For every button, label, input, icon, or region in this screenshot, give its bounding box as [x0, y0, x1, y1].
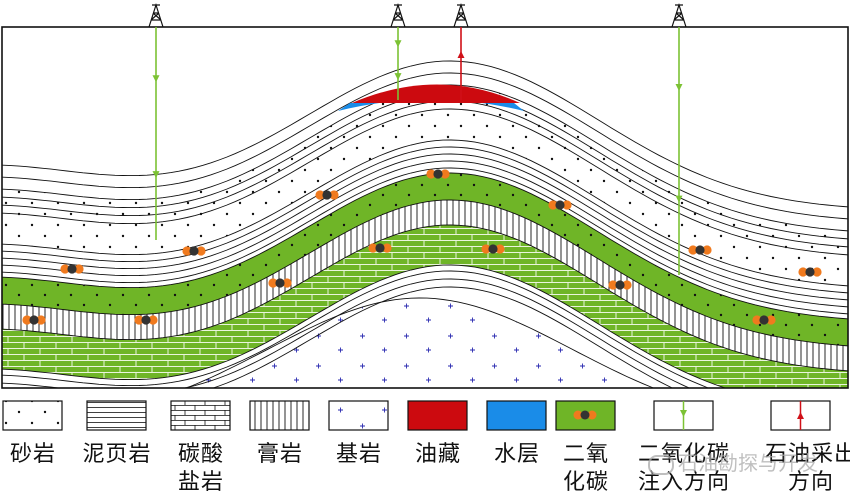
shale-band-upper [2, 140, 848, 319]
legend [2, 400, 831, 431]
co2-molecule-icon [60, 264, 84, 274]
legend-label-line: 石油采出 [764, 442, 850, 467]
legend-label-carbonate: 碳酸盐岩 [146, 441, 256, 497]
production-well-derrick-icon [453, 3, 469, 28]
injection-well-left-derrick-icon [148, 3, 164, 28]
legend-label-co2: 二氧化碳 [531, 441, 641, 497]
legend-label-oil: 油藏 [383, 441, 493, 469]
co2-carbonate-reservoir [2, 225, 848, 388]
co2-molecule-icon [426, 169, 450, 179]
co2-molecule-icon [134, 315, 158, 325]
co2-molecule-icon [548, 200, 572, 210]
legend-swatch-bedrock [328, 400, 389, 431]
legend-label-line: 化碳 [562, 470, 609, 495]
strata-line [2, 72, 848, 220]
legend-swatch-co2 [555, 400, 616, 431]
strata-line [2, 153, 848, 301]
legend-label-line: 盐岩 [177, 470, 224, 495]
legend-label-mudshale: 泥页岩 [62, 441, 172, 469]
co2-molecule-icon [268, 278, 292, 288]
legend-label-line: 基岩 [335, 442, 382, 467]
wechat-icon [648, 454, 674, 475]
strata-line [185, 297, 655, 388]
strata-line [2, 278, 691, 388]
wells [148, 3, 687, 275]
co2-molecule-icon [22, 315, 46, 325]
co2-molecule-icon [798, 267, 822, 277]
strata-line [2, 172, 848, 320]
co2-molecule-icon [481, 244, 505, 254]
strata-section [2, 27, 848, 388]
legend-swatch-sandstone [2, 400, 63, 431]
legend-label-line: 油藏 [414, 442, 461, 467]
injection-well-crest [394, 27, 402, 100]
legend-label-line: 二氧 [562, 442, 609, 467]
gypsum-layer [2, 200, 848, 371]
watermark: 石油勘探与开发 [648, 447, 818, 476]
legend-label-production: 石油采出方向 [756, 441, 850, 497]
strata-line [2, 146, 848, 294]
legend-label-water: 水层 [462, 441, 572, 469]
legend-label-bedrock: 基岩 [304, 441, 414, 469]
strata-line [2, 100, 848, 248]
legend-label-line: 膏岩 [256, 442, 303, 467]
strata-line [2, 199, 848, 347]
legend-swatch-water [486, 400, 547, 431]
legend-label-line: 方向 [787, 470, 834, 495]
oil-reservoir [352, 84, 520, 103]
strata-line [2, 160, 848, 308]
co2-molecule-icon [608, 280, 632, 290]
legend-swatch-mudshale [86, 400, 147, 431]
injection-well-right-derrick-icon [671, 3, 687, 28]
co2-molecule-icon [182, 246, 206, 256]
legend-label-line: 泥页岩 [82, 442, 152, 467]
co2-molecule-icon [368, 243, 392, 253]
injection-well-crest-derrick-icon [390, 3, 406, 28]
shale-band-lower [2, 265, 726, 388]
production-well [457, 27, 465, 100]
legend-label-line: 碳酸 [177, 442, 224, 467]
co2-molecules [22, 169, 822, 325]
legend-swatch-carbonate [170, 400, 231, 431]
legend-label-sandstone: 砂岩 [0, 441, 88, 469]
legend-swatch-production [770, 400, 831, 431]
injection-well-right [675, 27, 683, 275]
section-frame [1, 26, 849, 389]
co2-sandstone-reservoir [2, 173, 848, 346]
legend-label-gypsum: 膏岩 [225, 441, 335, 469]
co2-molecule-icon [752, 315, 776, 325]
strata-line [2, 167, 848, 315]
strata-line [2, 264, 727, 388]
strata-line [2, 224, 848, 372]
strata-line [2, 139, 848, 287]
legend-swatch-gypsum [249, 400, 310, 431]
strata-line [211, 286, 674, 388]
legend-label-line: 水层 [493, 442, 540, 467]
sandstone-cap [2, 85, 848, 286]
strata-line [2, 60, 848, 208]
strata-line [2, 108, 848, 256]
legend-swatch-oil [407, 400, 468, 431]
legend-swatch-injection [653, 400, 714, 431]
legend-label-line: 砂岩 [9, 442, 56, 467]
injection-well-left [152, 27, 160, 240]
co2-molecule-icon [315, 190, 339, 200]
overburden-shale [2, 27, 848, 231]
strata-line [2, 270, 710, 388]
co2-molecule-icon [688, 245, 712, 255]
